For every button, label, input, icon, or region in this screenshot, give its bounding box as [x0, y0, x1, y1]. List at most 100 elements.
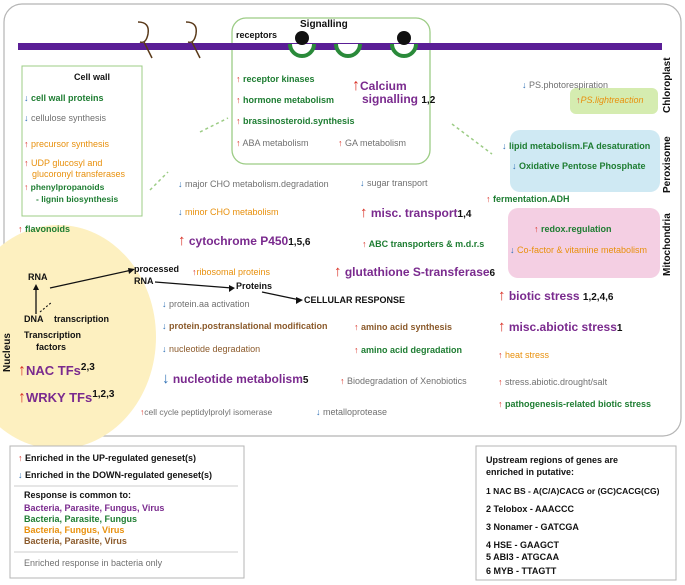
- lipid-label: ↓ lipid metabolism.FA desaturation: [502, 141, 651, 151]
- up-arrow-icon: ↑: [498, 399, 503, 409]
- miscab-label: ↑ misc.abiotic stress1: [498, 318, 623, 335]
- arrow-line: [39, 301, 53, 313]
- drought-label: ↑ stress.abiotic.drought/salt: [498, 377, 608, 387]
- nucleus-shape: [0, 225, 156, 449]
- signalling-box: [231, 17, 431, 165]
- upstream-m5: 5 ABI3 - ATGCAA: [486, 552, 560, 562]
- opp-label: ↓ Oxidative Pentose Phosphate: [512, 161, 646, 171]
- up-arrow-icon: ↑: [498, 287, 506, 304]
- up-arrow-icon: ↑: [236, 95, 241, 105]
- arrow-line: [154, 281, 233, 289]
- nucdeg-label: ↓ nucleotide degradation: [162, 344, 261, 354]
- up-arrow-icon: ↑: [498, 350, 503, 360]
- cellwall-item: ↑ phenylpropanoids: [24, 182, 105, 192]
- up-arrow-icon: ↑: [340, 376, 345, 386]
- peroxisome-label: Peroxisome: [662, 136, 673, 193]
- chloroplast-label: Chloroplast: [662, 57, 673, 113]
- ps-photo: ↓ PS.photorespiration: [522, 80, 609, 90]
- down-arrow-icon: ↓: [502, 141, 507, 151]
- up-arrow-icon: ↑: [140, 407, 145, 417]
- biotic-label: ↑ biotic stress 1,2,4,6: [498, 287, 614, 304]
- receptor-shape: [288, 43, 316, 58]
- minorcho-label: ↓ minor CHO metabolism: [178, 207, 279, 217]
- up-arrow-icon: ↑: [352, 77, 360, 94]
- sugar-label: ↓ sugar transport: [360, 178, 428, 188]
- calcium-label-2: signalling 1,2: [362, 92, 436, 106]
- mitochondria-label: Mitochondria: [662, 213, 673, 276]
- aadeg-label: ↑ amino acid degradation: [354, 345, 463, 355]
- up-arrow-icon: ↑: [534, 224, 539, 234]
- up-arrow-icon: ↑: [24, 182, 29, 192]
- wrky-label: ↑WRKY TFs1,2,3: [18, 389, 115, 406]
- nucleus-transcription: transcription: [54, 314, 110, 324]
- upstream-m3: 3 Nonamer - GATCGA: [486, 522, 579, 532]
- cellwall-item: glucoronyl transferases: [32, 169, 126, 179]
- cellwall-item: ↓ cell wall proteins: [24, 93, 104, 103]
- down-arrow-icon: ↓: [162, 299, 167, 309]
- upstream-m1: 1 NAC BS - A(C/A)CACG or (GC)CACG(CG): [486, 486, 660, 496]
- down-arrow-icon: ↓: [162, 321, 167, 331]
- connector: [149, 171, 169, 191]
- up-arrow-icon: ↑: [18, 453, 23, 463]
- mitochondria-shape: [508, 208, 660, 278]
- down-arrow-icon: ↓: [24, 93, 29, 103]
- arrowhead: [296, 297, 303, 304]
- down-arrow-icon: ↓: [316, 407, 321, 417]
- cyt-label: ↑ cytochrome P4501,5,6: [178, 232, 311, 249]
- signalling-title: Signalling: [300, 19, 348, 30]
- up-arrow-icon: ↑: [498, 377, 503, 387]
- ccp-label: ↑cell cycle peptidylprolyl isomerase: [140, 407, 273, 417]
- pathogen-icon: [185, 21, 201, 59]
- flavonoids-label: ↑ flavonoids: [18, 224, 71, 234]
- arrow-line: [49, 269, 133, 289]
- patho-label: ↑ pathogenesis-related biotic stress: [498, 399, 652, 409]
- nucleus-dna: DNA: [24, 314, 44, 324]
- upstream-m2: 2 Telobox - AAACCC: [486, 504, 575, 514]
- up-arrow-icon: ↑: [18, 362, 26, 379]
- receptors-label: receptors: [236, 30, 278, 40]
- legend-c4: Bacteria, Parasite, Virus: [24, 536, 127, 546]
- upstream-box: [475, 445, 677, 581]
- up-arrow-icon: ↑: [334, 263, 342, 280]
- nac-label: ↑NAC TFs2,3: [18, 362, 95, 379]
- ligand-icon: [397, 31, 411, 45]
- signalling-item: ↑ GA metabolism: [338, 138, 407, 148]
- signalling-item: ↑ hormone metabolism: [236, 95, 335, 105]
- down-arrow-icon: ↓: [162, 370, 170, 387]
- up-arrow-icon: ↑: [178, 232, 186, 249]
- signalling-item: ↑ brassinosteroid.synthesis: [236, 116, 355, 126]
- pathogen-icon: [137, 21, 153, 59]
- legend-box: [9, 445, 245, 579]
- up-arrow-icon: ↑: [18, 224, 23, 234]
- upstream-m4: 4 HSE - GAAGCT: [486, 540, 560, 550]
- up-arrow-icon: ↑: [360, 204, 368, 221]
- legend-c1: Bacteria, Parasite, Fungus, Virus: [24, 503, 165, 513]
- arrowhead: [229, 285, 235, 292]
- nucleus-transcription2: Transcription: [24, 330, 82, 340]
- upstream-title1: Upstream regions of genes are: [486, 455, 619, 465]
- up-arrow-icon: ↑: [192, 267, 197, 277]
- up-arrow-icon: ↑: [18, 389, 26, 406]
- connector: [451, 123, 493, 155]
- legend-c3: Bacteria, Fungus, Virus: [24, 525, 125, 535]
- cellwall-item: ↑ UDP glucosyl and: [24, 158, 103, 168]
- nucleus-label: Nucleus: [2, 333, 13, 372]
- legend-bact: Enriched response in bacteria only: [24, 558, 163, 568]
- abc-label: ↑ ABC transporters & m.d.r.s: [362, 239, 485, 249]
- nucmet-label: ↓ nucleotide metabolism5: [162, 370, 309, 387]
- legend-common: Response is common to:: [24, 490, 132, 500]
- cellwall-item: - lignin biosynthesis: [36, 194, 119, 204]
- down-arrow-icon: ↓: [24, 113, 29, 123]
- xeno-label: ↑ Biodegradation of Xenobiotics: [340, 376, 467, 386]
- up-arrow-icon: ↑: [236, 74, 241, 84]
- down-arrow-icon: ↓: [522, 80, 527, 90]
- protpost-label: ↓ protein.postranslational modification: [162, 321, 328, 331]
- nucleus-rna: RNA: [28, 272, 48, 282]
- signalling-item: ↑ ABA metabolism: [236, 138, 309, 148]
- cellwall-item: ↑ precursor synthesis: [24, 139, 110, 149]
- up-arrow-icon: ↑: [24, 158, 29, 168]
- cofactor-label: ↓ Co-factor & vitamine metabolism: [510, 245, 648, 255]
- legend-c2: Bacteria, Parasite, Fungus: [24, 514, 138, 524]
- gst-label: ↑ glutathione S-transferase6: [334, 263, 496, 280]
